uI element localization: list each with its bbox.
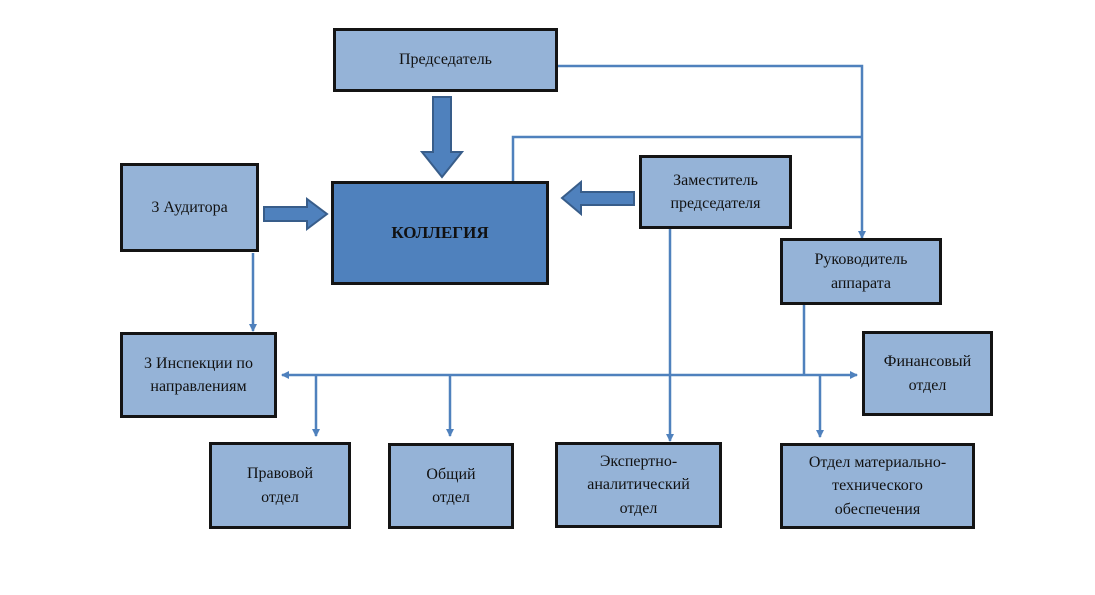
legal-box: Правовой отдел <box>209 442 351 529</box>
chairman-to-head-connector <box>557 64 866 239</box>
chairman-to-collegium-arrow <box>419 96 465 179</box>
inspections-label: 3 Инспекции по направлениям <box>144 354 253 395</box>
logistics-label: Отдел материально- технического обеспече… <box>808 454 947 518</box>
finance-label: Финансовый отдел <box>883 353 972 394</box>
legal-label: Правовой отдел <box>246 465 314 506</box>
general-label: Общий отдел <box>426 465 476 506</box>
head-of-staff-label: Руководитель аппарата <box>814 251 908 292</box>
deputy-to-collegium-arrow <box>560 179 635 217</box>
expert-label: Экспертно- аналитический отдел <box>587 453 690 517</box>
expert-box: Экспертно- аналитический отдел <box>555 442 722 528</box>
auditors-box: 3 Аудитора <box>120 163 259 252</box>
collegium-to-head-connector <box>511 135 862 182</box>
general-box: Общий отдел <box>388 443 514 529</box>
collegium-box: КОЛЛЕГИЯ <box>331 181 549 285</box>
auditors-label: 3 Аудитора <box>151 198 228 216</box>
chairman-label: Председатель <box>399 51 492 69</box>
finance-box: Финансовый отдел <box>862 331 993 416</box>
inspections-box: 3 Инспекции по направлениям <box>120 332 277 418</box>
head-of-staff-box: Руководитель аппарата <box>780 238 942 305</box>
auditors-to-collegium-arrow <box>263 197 329 231</box>
chairman-box: Председатель <box>333 28 558 92</box>
collegium-label: КОЛЛЕГИЯ <box>391 222 489 242</box>
logistics-box: Отдел материально- технического обеспече… <box>780 443 975 529</box>
deputy-label: Заместитель председателя <box>670 171 761 212</box>
deputy-box: Заместитель председателя <box>639 155 792 229</box>
